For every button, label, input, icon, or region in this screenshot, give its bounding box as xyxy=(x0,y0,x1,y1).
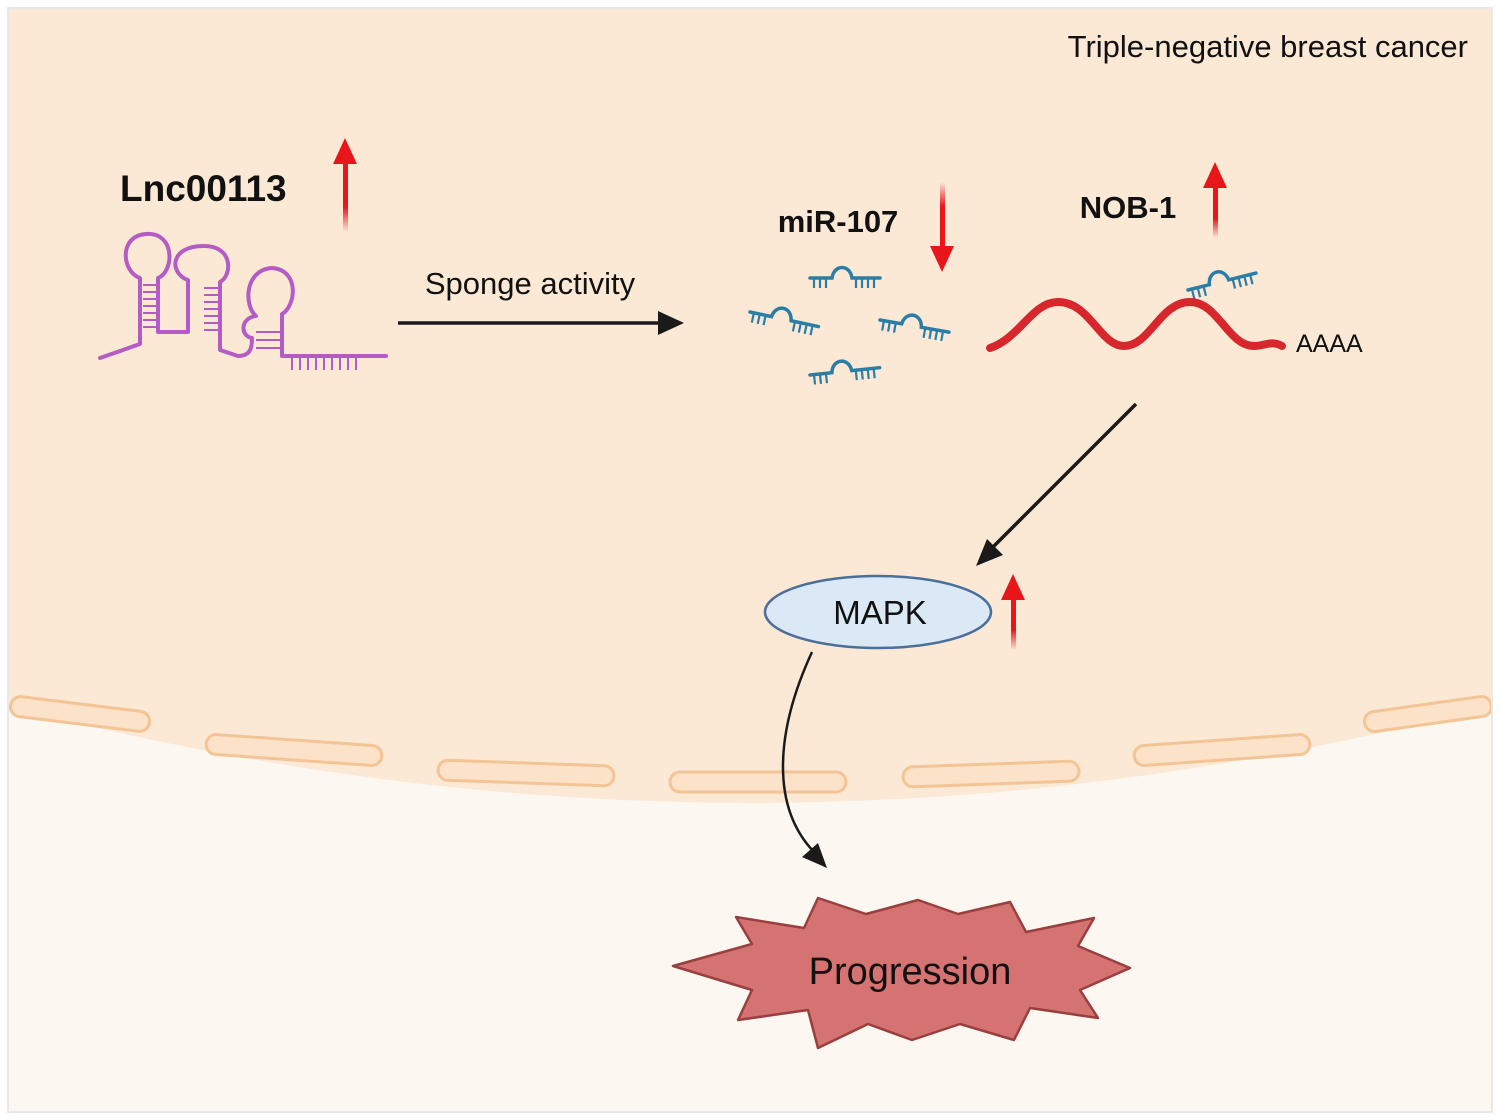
nucleus-region xyxy=(8,706,1492,1112)
sponge-label: Sponge activity xyxy=(425,266,636,301)
mir-down-arrow xyxy=(930,182,954,272)
mrna-wave-icon xyxy=(986,297,1286,352)
nuclear-membrane xyxy=(8,694,1493,794)
sponge-arrow xyxy=(398,311,684,335)
cytoplasm-region xyxy=(8,8,1492,803)
lnc-up-arrow xyxy=(333,138,357,232)
nob-label: NOB-1 xyxy=(1080,190,1176,225)
nob-up-arrow xyxy=(1203,162,1227,238)
nob-to-mapk-arrow xyxy=(976,402,1138,566)
mapk-label: MAPK xyxy=(833,594,927,631)
mapk-to-progression-arrow xyxy=(781,651,827,868)
lncrna-icon xyxy=(98,231,388,370)
figure-border xyxy=(7,7,1493,1113)
lnc-label: Lnc00113 xyxy=(120,168,287,209)
polya-label: AAAA xyxy=(1296,330,1363,358)
progression-burst xyxy=(671,896,1132,1050)
mapk-up-arrow xyxy=(1001,574,1025,650)
context-label: Triple-negative breast cancer xyxy=(1068,29,1468,64)
progression-label: Progression xyxy=(809,951,1012,993)
mir-label: miR-107 xyxy=(778,204,899,239)
mapk-node xyxy=(763,574,993,650)
